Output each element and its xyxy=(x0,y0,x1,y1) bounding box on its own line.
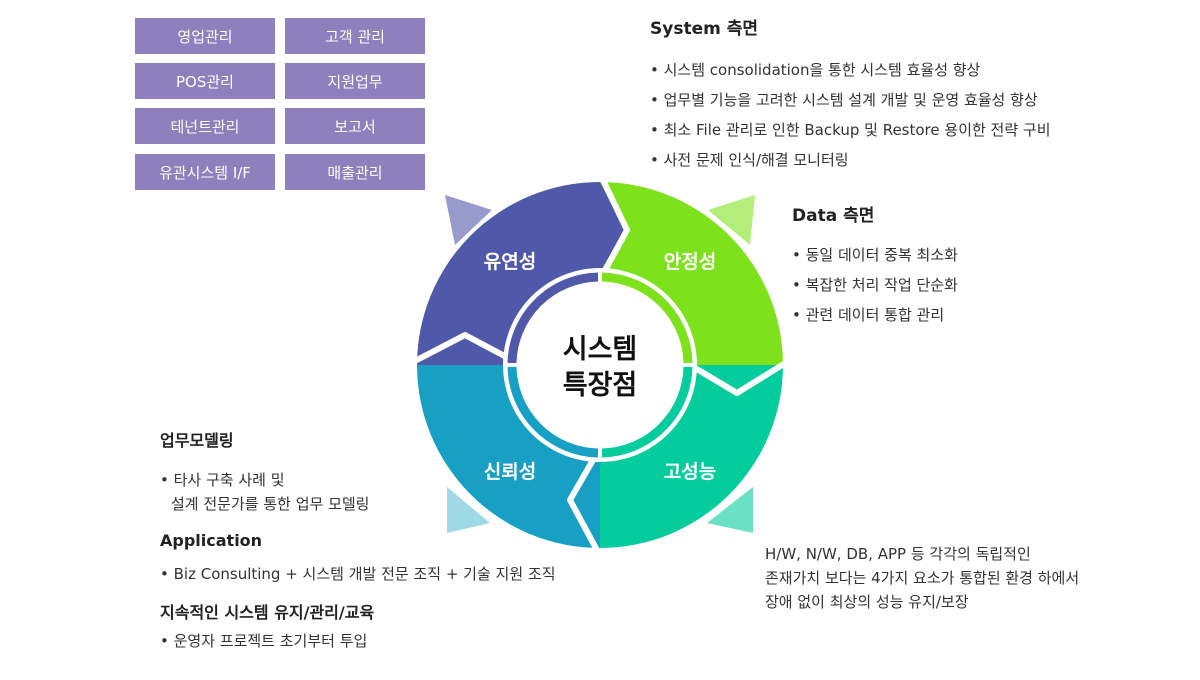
list-item: • 사전 문제 인식/해결 모니터링 xyxy=(650,151,849,169)
list-item: • Biz Consulting + 시스템 개발 전문 조직 + 기술 지원 … xyxy=(160,565,556,583)
performance-line: 존재가치 보다는 4가지 요소가 통합된 환경 하에서 xyxy=(765,569,1080,587)
module-box: 보고서 xyxy=(285,108,425,144)
module-box: 매출관리 xyxy=(285,154,425,190)
module-box: 영업관리 xyxy=(135,18,275,54)
module-box: 고객 관리 xyxy=(285,18,425,54)
list-item: • 운영자 프로젝트 초기부터 투입 xyxy=(160,632,368,650)
module-box: 지원업무 xyxy=(285,63,425,99)
center-title: 특장점 xyxy=(563,370,638,401)
segment-label: 안정성 xyxy=(664,251,716,273)
list-item: • 최소 File 관리로 인한 Backup 및 Restore 용이한 전략… xyxy=(650,121,1051,139)
corner-triangle-br xyxy=(707,487,753,533)
module-box: 유관시스템 I/F xyxy=(135,154,275,190)
corner-triangle-tr xyxy=(708,195,755,245)
corner-triangle-bl xyxy=(447,487,490,533)
chevron-top xyxy=(600,182,625,272)
modeling-title: 업무모델링 xyxy=(160,431,234,450)
segment-performance xyxy=(600,365,783,548)
corner-triangle-tl xyxy=(445,195,492,245)
list-item: • 시스템 consolidation을 통한 시스템 효율성 향상 xyxy=(650,61,981,79)
maintenance-title: 지속적인 시스템 유지/관리/교육 xyxy=(160,603,375,622)
performance-line: 장애 없이 최상의 성능 유지/보장 xyxy=(765,593,969,611)
module-box: 테넌트관리 xyxy=(135,108,275,144)
module-box: POS관리 xyxy=(135,63,275,99)
application-title: Application xyxy=(160,531,263,550)
segment-label: 신뢰성 xyxy=(484,461,536,483)
performance-line: H/W, N/W, DB, APP 등 각각의 독립적인 xyxy=(765,545,1031,563)
list-item: • 타사 구축 사례 및 xyxy=(160,471,285,489)
segment-stability xyxy=(600,182,783,365)
segment-flexibility xyxy=(417,182,600,365)
list-item: 설계 전문가를 통한 업무 모델링 xyxy=(171,495,370,513)
list-item: • 업무별 기능을 고려한 시스템 설계 개발 및 운영 효율성 향상 xyxy=(650,91,1038,109)
segment-label: 고성능 xyxy=(664,461,716,483)
list-item: • 동일 데이터 중복 최소화 xyxy=(792,246,958,264)
segment-label: 유연성 xyxy=(484,251,536,273)
center-title: 시스템 xyxy=(563,334,638,365)
segment-reliability xyxy=(417,365,600,548)
list-item: • 관련 데이터 통합 관리 xyxy=(792,306,945,324)
data-title: Data 측면 xyxy=(792,206,875,226)
system-title: System 측면 xyxy=(650,19,759,39)
list-item: • 복잡한 처리 작업 단순화 xyxy=(792,276,958,294)
